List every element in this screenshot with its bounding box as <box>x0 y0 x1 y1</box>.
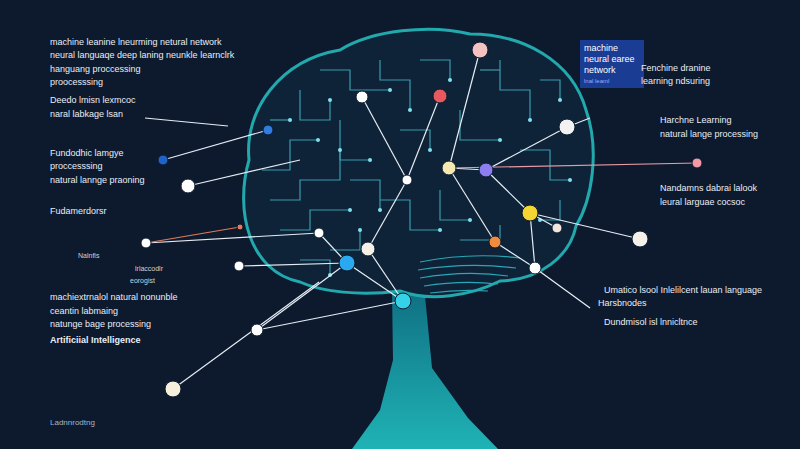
callout-label: hanguang proccessing <box>50 63 141 75</box>
callout-label: proccesssing <box>50 160 103 172</box>
callout-label: Fudamerdorsr <box>50 205 107 217</box>
callout-label: Fundodhic lamgye <box>50 147 124 159</box>
callout-label: natural lange processing <box>660 128 758 140</box>
cerebellum <box>418 256 520 293</box>
process-box: machine neural earee networklnal leaml <box>580 40 644 88</box>
callout-label: Fenchine dranine <box>641 62 711 74</box>
callout-label: naral labkage lsan <box>50 108 123 120</box>
callout-label: lrlaccodlr <box>135 263 163 275</box>
callout-label: eorogist <box>130 275 155 287</box>
callout-label: Harchne Learning <box>660 114 732 126</box>
callout-label: natural lannge praoning <box>50 174 145 186</box>
callout-label: leural larguae cocsoc <box>660 196 745 208</box>
brain-outline <box>244 29 594 296</box>
callout-label: Harsbnodes <box>598 297 647 309</box>
callout-label: Ladnnrodtng <box>50 417 95 429</box>
callout-label: Umatico lsool Inlelilcent lauan language <box>604 284 762 296</box>
box-subtitle: lnal leaml <box>584 77 640 85</box>
circuit-traces <box>262 60 570 275</box>
callout-label: natunge bage processing <box>50 318 151 330</box>
box-title: machine neural earee network <box>584 43 640 76</box>
network-nodes <box>141 42 702 397</box>
trace-dots <box>288 78 572 277</box>
network-lines <box>145 50 640 389</box>
callout-label: Deedo lmisn lexmcoc <box>50 94 136 106</box>
callout-label: Dundmisol isl lnnicltnce <box>604 316 698 328</box>
callout-label: learning ndsuring <box>641 75 710 87</box>
callout-label: ceantin labmaing <box>50 305 118 317</box>
callout-label: proocesssing <box>50 76 103 88</box>
callout-label: neural languaqe deep laning neunkle lear… <box>50 49 234 61</box>
callout-label: machine leanine lneurming netural networ… <box>50 36 222 48</box>
head-neck <box>352 288 498 449</box>
callout-label: Artificiial Intelligence <box>50 334 141 346</box>
callout-label: Nalnfis <box>78 250 99 262</box>
network-line <box>146 227 240 243</box>
callout-label: Nandamns dabrai lalook <box>660 182 757 194</box>
callout-label: machiextrnalol natural nonunble <box>50 291 178 303</box>
